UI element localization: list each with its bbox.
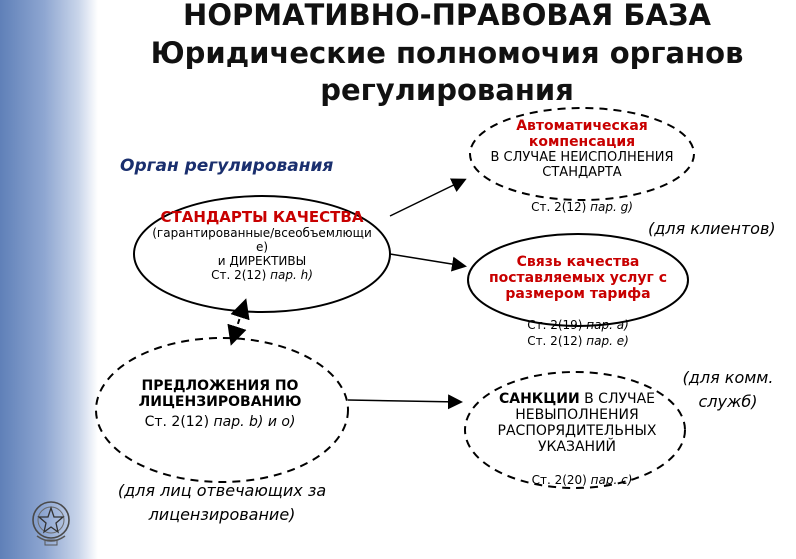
sanctions-ellipse bbox=[464, 371, 686, 489]
compensation-ref-italic: пар. g) bbox=[590, 200, 633, 214]
organ-label: Орган регулирования bbox=[120, 156, 334, 176]
clients-note: (для клиентов) bbox=[648, 219, 776, 238]
comm-note-2: служб) bbox=[698, 392, 758, 411]
quality-link-title-2: поставляемых услуг с bbox=[488, 270, 668, 286]
dashed-link-standards-licensing bbox=[227, 298, 250, 346]
licensing-box: ПРЕДЛОЖЕНИЯ ПО ЛИЦЕНЗИРОВАНИЮ Ст. 2(12) … bbox=[105, 378, 335, 430]
sanctions-line-3: УКАЗАНИЙ bbox=[537, 439, 617, 455]
quality-link-ref-2: Ст. 2(12) пар. е) bbox=[488, 334, 668, 348]
sanctions-ref-italic: пар. с) bbox=[590, 473, 633, 487]
standards-title: СТАНДАРТЫ КАЧЕСТВА bbox=[160, 208, 364, 226]
licensing-note-1: (для лиц отвечающих за bbox=[117, 481, 327, 500]
compensation-ellipse bbox=[469, 107, 695, 201]
sanctions-title-bold: САНКЦИИ bbox=[498, 391, 580, 407]
standards-ref-italic: пар. h) bbox=[270, 268, 313, 282]
licensing-title-2: ЛИЦЕНЗИРОВАНИЮ bbox=[138, 394, 302, 410]
standards-line-3: и ДИРЕКТИВЫ bbox=[217, 254, 307, 268]
sanctions-ref-prefix: Ст. 2(20) bbox=[531, 473, 591, 487]
licensing-title-1: ПРЕДЛОЖЕНИЯ ПО bbox=[141, 378, 299, 394]
standards-ref: Ст. 2(12) пар. h) bbox=[142, 268, 382, 282]
quality-link-ref-1: Ст. 2(19) пар. а) bbox=[488, 318, 668, 332]
arrow-to-compensation bbox=[389, 178, 467, 217]
sanctions-line-2: РАСПОРЯДИТЕЛЬНЫХ bbox=[497, 423, 657, 439]
licensing-ellipse bbox=[95, 337, 349, 483]
compensation-title-2: компенсация bbox=[528, 134, 636, 150]
quality-link-ref2-prefix: Ст. 2(12) bbox=[527, 334, 587, 348]
quality-link-title-1: Связь качества bbox=[516, 254, 640, 270]
compensation-line-2: СТАНДАРТА bbox=[542, 165, 622, 180]
quality-link-ref1-italic: пар. а) bbox=[586, 318, 629, 332]
title-line-3: регулирования bbox=[320, 73, 574, 107]
standards-line-1: (гарантированные/всеобъемлющи bbox=[152, 226, 372, 240]
licensing-ref-prefix: Ст. 2(12) bbox=[144, 414, 214, 430]
quality-link-ref1-prefix: Ст. 2(19) bbox=[527, 318, 587, 332]
standards-line-2: е) bbox=[255, 240, 269, 254]
sanctions-ref: Ст. 2(20) пар. с) bbox=[492, 473, 672, 487]
standards-box: СТАНДАРТЫ КАЧЕСТВА (гарантированные/всео… bbox=[142, 208, 382, 282]
sanctions-title: САНКЦИИ В СЛУЧАЕ bbox=[472, 391, 682, 407]
compensation-ref-prefix: Ст. 2(12) bbox=[531, 200, 591, 214]
compensation-line-1: В СЛУЧАЕ НЕИСПОЛНЕНИЯ bbox=[490, 150, 674, 165]
quality-link-ref2-italic: пар. е) bbox=[586, 334, 629, 348]
sanctions-line-1: НЕВЫПОЛНЕНИЯ bbox=[515, 407, 639, 423]
compensation-ref: Ст. 2(12) пар. g) bbox=[492, 200, 672, 214]
licensing-note-2: лицензирование) bbox=[148, 505, 296, 524]
standards-ref-prefix: Ст. 2(12) bbox=[211, 268, 271, 282]
sanctions-title-rest: В СЛУЧАЕ bbox=[579, 391, 656, 407]
quality-link-title-3: размером тарифа bbox=[505, 286, 651, 302]
quality-link-box: Связь качества поставляемых услуг с разм… bbox=[468, 254, 688, 302]
compensation-title-1: Автоматическая bbox=[516, 118, 648, 134]
comm-note-1: (для комм. bbox=[682, 368, 774, 387]
coat-of-arms-icon bbox=[32, 501, 70, 546]
quality-link-ellipse bbox=[467, 233, 689, 327]
compensation-box: Автоматическая компенсация В СЛУЧАЕ НЕИС… bbox=[472, 118, 692, 180]
title-line-2: Юридические полномочия органов bbox=[150, 36, 744, 70]
arrow-to-sanctions bbox=[347, 394, 463, 410]
licensing-ref-italic: пар. b) и о) bbox=[213, 414, 296, 430]
arrow-to-quality-link bbox=[389, 253, 467, 272]
side-gradient-strip bbox=[0, 0, 98, 559]
title-line-1: НОРМАТИВНО-ПРАВОВАЯ БАЗА bbox=[183, 0, 711, 32]
sanctions-box: САНКЦИИ В СЛУЧАЕ НЕВЫПОЛНЕНИЯ РАСПОРЯДИТ… bbox=[472, 391, 682, 455]
licensing-ref: Ст. 2(12) пар. b) и о) bbox=[105, 414, 335, 430]
